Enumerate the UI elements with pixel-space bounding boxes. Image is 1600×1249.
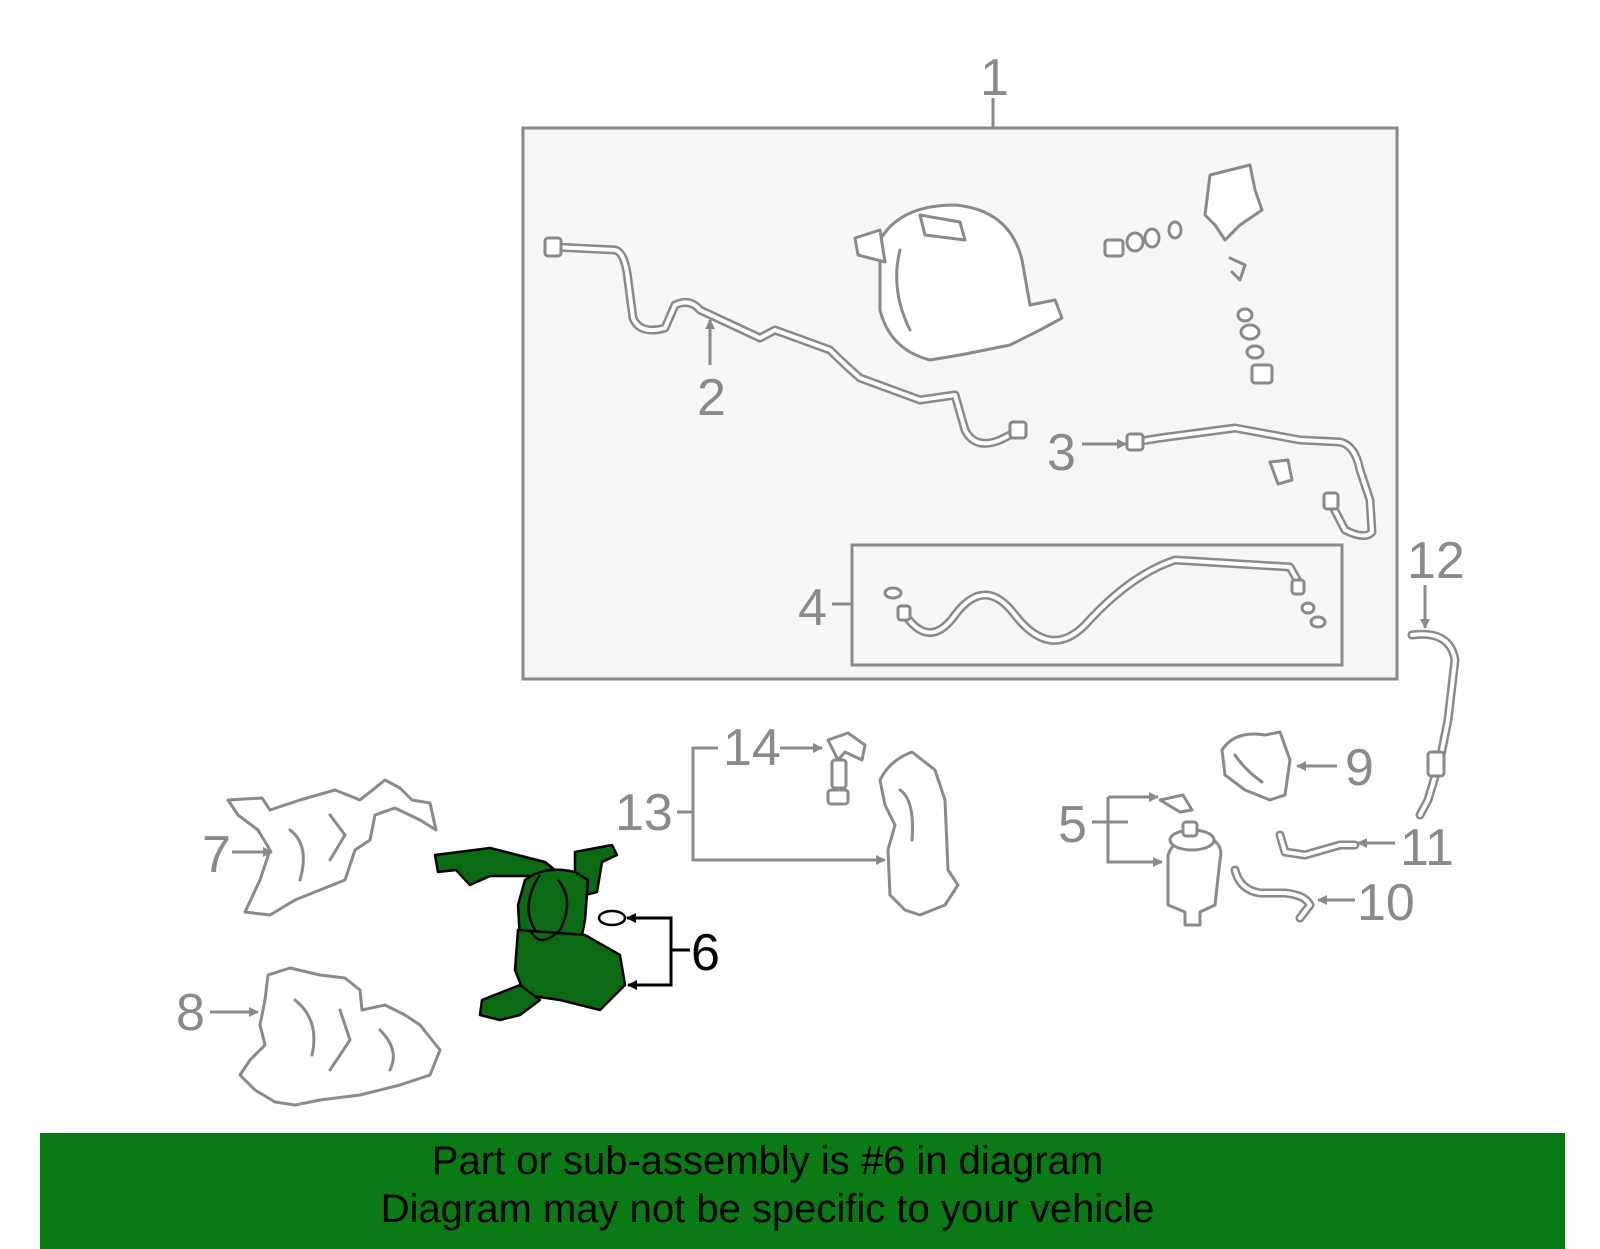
reservoir-5: 5 [1058,792,1223,927]
callout-2: 2 [697,369,726,427]
banner-line-1: Part or sub-assembly is #6 in diagram [431,1139,1104,1183]
callout-11: 11 [1400,819,1454,877]
brake-line-2: 2 [543,236,1028,448]
cover-8: 8 [176,966,442,1107]
hose-10: 10 [1230,865,1415,932]
callout-9: 9 [1345,739,1374,797]
brake-line-kit-4: 4 [798,543,1344,667]
callout-4: 4 [798,579,827,637]
hose-12: 12 [1407,532,1465,820]
banner-line-2: Diagram may not be specific to your vehi… [380,1187,1155,1231]
callout-6: 6 [691,924,720,982]
hose-11: 11 [1275,819,1454,877]
pump-9: 9 [1220,730,1374,802]
callout-12: 12 [1407,532,1465,590]
compressor-assembly-6: 6 [433,843,720,1022]
callout-8: 8 [176,984,205,1042]
callout-5: 5 [1058,796,1087,854]
master-cylinder-parts [1103,163,1274,385]
callout-7: 7 [202,826,231,884]
sensor-14-bracket-13: 14 13 [615,719,960,917]
callout-13: 13 [615,784,673,842]
bracket-7: 7 [202,778,438,917]
callout-3: 3 [1047,424,1076,482]
callout-14: 14 [723,719,781,777]
callout-1: 1 [980,49,1009,107]
callout-10: 10 [1357,874,1415,932]
info-banner: Part or sub-assembly is #6 in diagram Di… [40,1133,1565,1249]
brake-line-3: 3 [1047,423,1377,540]
brake-booster [853,203,1064,362]
